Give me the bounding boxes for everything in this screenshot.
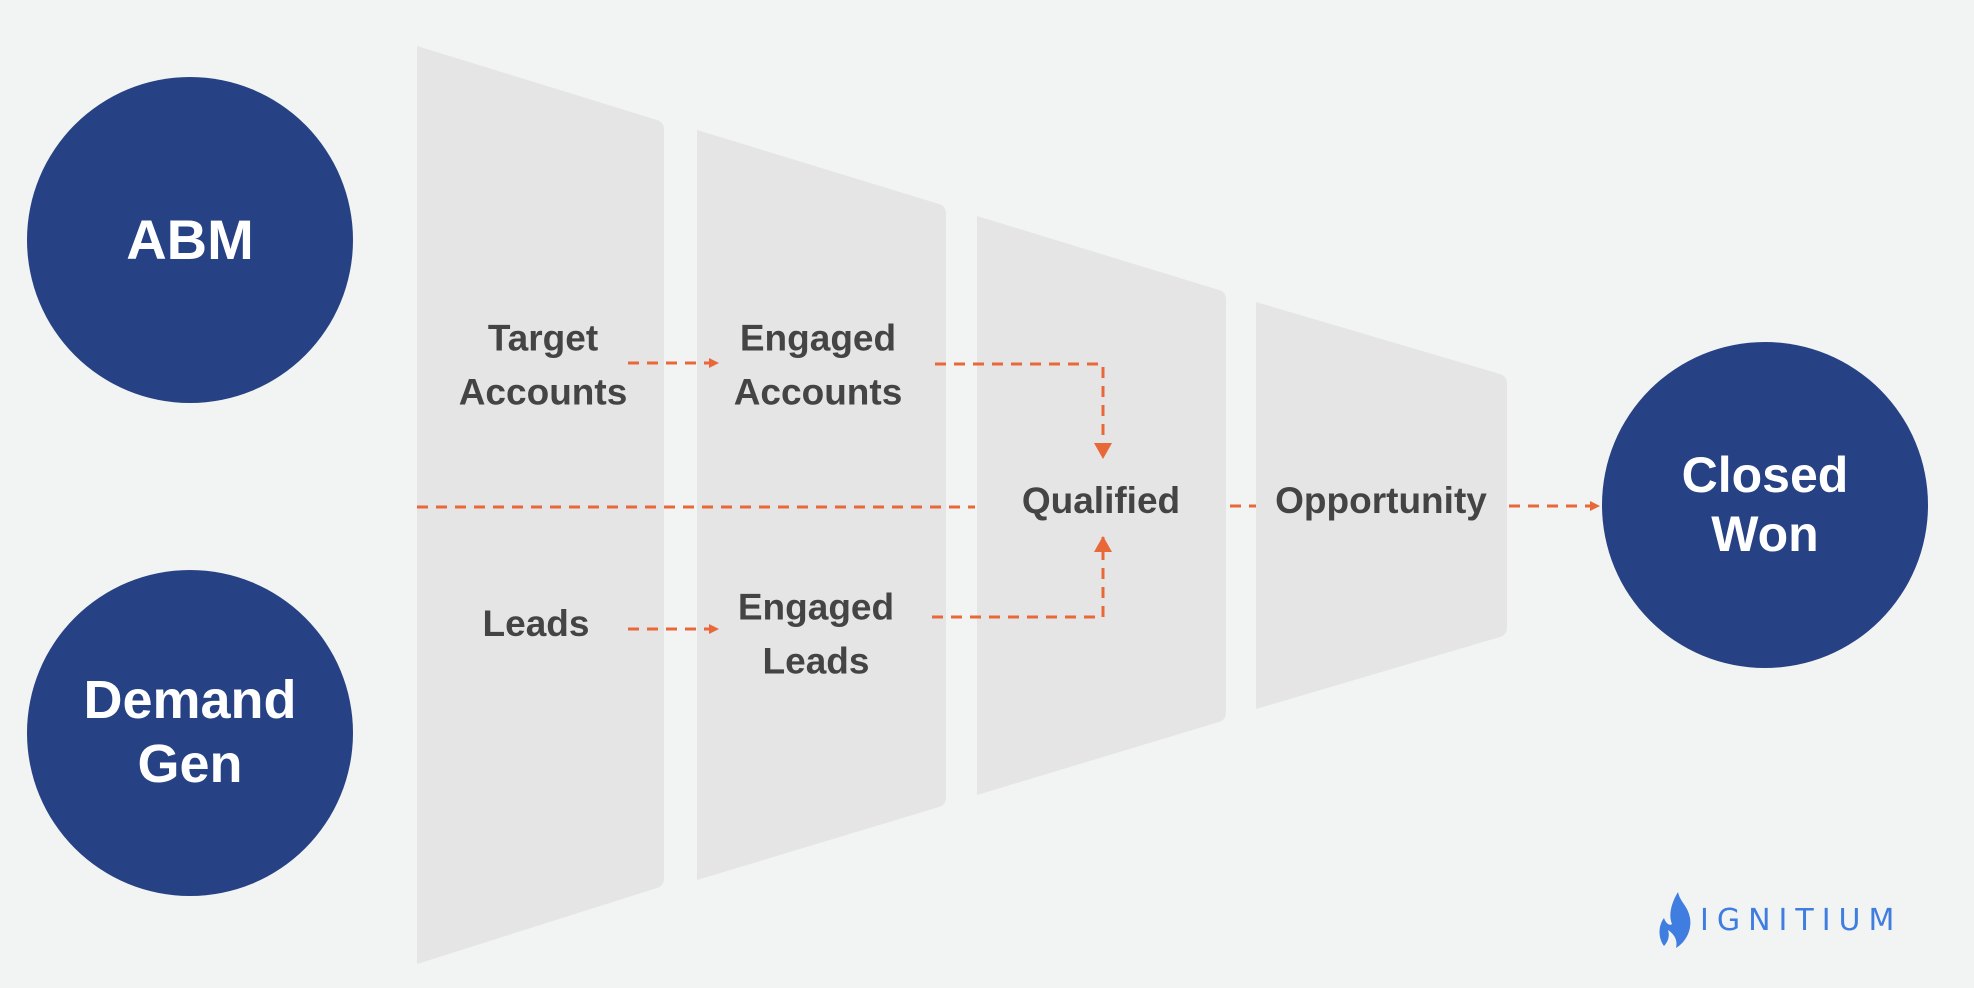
closed-won-circle: Closed Won xyxy=(1602,342,1928,668)
funnel-panel-4 xyxy=(1256,302,1507,709)
stage-target-accounts: Target Accounts xyxy=(458,317,628,412)
flame-icon xyxy=(1659,892,1691,948)
closed-won-label: Closed Won xyxy=(1681,447,1849,562)
abm-circle: ABM xyxy=(27,77,353,403)
stage-engaged-accounts: Engaged Accounts xyxy=(733,317,903,412)
funnel-panel-1 xyxy=(417,46,664,964)
arrow-engaged-accounts-to-qualified xyxy=(935,362,1112,459)
stage-qualified: Qualified xyxy=(1021,480,1181,522)
stage-opportunity: Opportunity xyxy=(1275,480,1487,522)
abm-label: ABM xyxy=(126,207,254,271)
stage-engaged-leads: Engaged Leads xyxy=(737,586,895,681)
logo-text: IGNITIUM xyxy=(1700,902,1903,938)
funnel-panel-2 xyxy=(697,130,946,880)
funnel-panels xyxy=(417,46,1507,964)
arrow-engaged-leads-to-qualified xyxy=(932,536,1112,619)
demand-gen-circle: Demand Gen xyxy=(27,570,353,896)
funnel-panel-3 xyxy=(977,216,1226,795)
stage-leads: Leads xyxy=(482,603,590,645)
demand-gen-label: Demand Gen xyxy=(83,670,297,794)
ignitium-logo: IGNITIUM xyxy=(1656,890,1902,950)
